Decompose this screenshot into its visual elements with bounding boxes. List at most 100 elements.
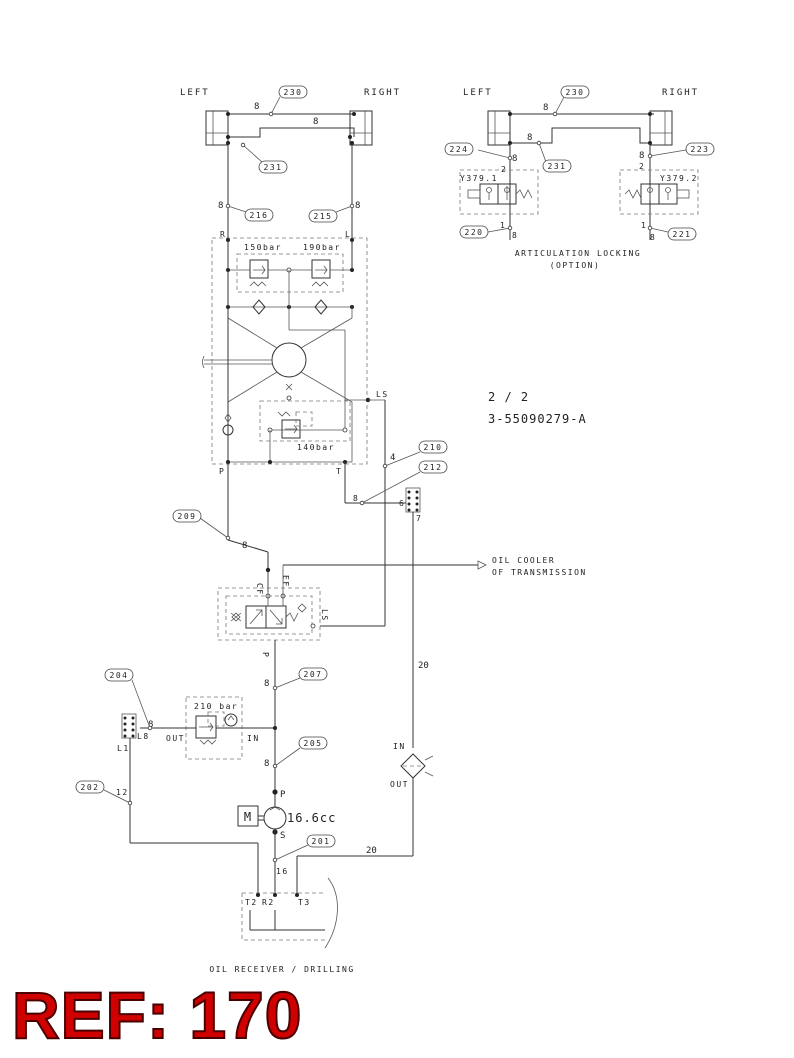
relief-valve-190: [311, 259, 331, 279]
tag-label: 210: [424, 443, 443, 452]
relief-210-label: 210 bar: [194, 702, 238, 711]
option-title: ARTICULATION LOCKING: [515, 249, 641, 258]
main-relief-block: 8 207 210 bar OUT IN 8 L1 L8 204 12: [75, 667, 328, 895]
tag-209: [172, 509, 202, 523]
tag-204: [104, 668, 134, 682]
port-ls-priority: LS: [320, 609, 329, 622]
tag-212: [418, 460, 448, 474]
tag-201: [306, 834, 336, 848]
tag-224: [444, 142, 474, 156]
tag-231-option: [542, 159, 572, 173]
hose-size-label: 8: [543, 103, 548, 113]
port-l1: L1: [117, 744, 130, 753]
hydraulic-pump: [263, 806, 287, 830]
valve-y379-1-label: Y379.1: [460, 174, 498, 183]
hose-size-label: 12: [116, 788, 129, 797]
hose-size-label: 8: [242, 541, 247, 551]
pump-port-s: S: [280, 831, 285, 841]
tag-231: [258, 160, 288, 174]
tag-label: 212: [424, 463, 443, 472]
tag-223: [685, 142, 715, 156]
steering-unit: R L 150bar 190bar: [202, 230, 389, 476]
drain-manifold-block: [121, 713, 137, 739]
option-right-label: RIGHT: [662, 88, 699, 98]
right-label: RIGHT: [364, 88, 401, 98]
hose-size-label: 20: [418, 661, 429, 671]
oil-cooler-label-2: OF TRANSMISSION: [492, 568, 587, 577]
steering-cylinders: LEFT RIGHT 8 8 230 231: [180, 85, 401, 174]
port-l8: L8: [137, 732, 150, 741]
port-p: P: [219, 467, 225, 476]
ls-and-return-lines: 4 210 8 212 6 7 20: [320, 399, 448, 748]
return-filter: IN OUT 20: [296, 742, 434, 895]
priority-valve: CF EF LS P OIL COOLER OF TRANSMISSION: [217, 556, 587, 808]
tag-label: 230: [284, 88, 303, 97]
motor-label: M: [244, 810, 252, 824]
filter-port-out: OUT: [390, 780, 409, 789]
port-number: 2: [501, 165, 507, 174]
relief-valve-140: [281, 419, 301, 439]
hose-size-label: 4: [390, 453, 395, 463]
hose-size-label: 8: [264, 759, 269, 769]
cylinder-to-steering-lines: 8 8 216 215: [218, 143, 360, 240]
tag-label: 221: [673, 230, 692, 239]
port-p-priority: P: [261, 652, 270, 658]
port-r: R: [220, 230, 226, 239]
tag-221: [667, 227, 697, 241]
tag-label: 215: [314, 212, 333, 221]
hose-size-label: 8: [512, 154, 517, 164]
port-number: 1: [641, 221, 647, 230]
tag-label: 205: [304, 739, 323, 748]
tag-210: [418, 440, 448, 454]
tag-label: 230: [566, 88, 585, 97]
hose-size-label: 20: [366, 846, 377, 856]
port-number: 7: [416, 514, 422, 523]
hose-size-label: 8: [218, 201, 223, 211]
port-number: 2: [639, 162, 645, 171]
tag-label: 201: [312, 837, 331, 846]
hose-size-label: 8: [353, 494, 359, 503]
articulation-locking-option: LEFT RIGHT 8 8 230 231 8 224 Y379.1 2: [444, 85, 715, 270]
left-cylinder: [205, 110, 229, 146]
relief-150-label: 150bar: [244, 243, 282, 252]
port-ls: LS: [376, 390, 389, 399]
filter-port-in: IN: [393, 742, 406, 751]
relief-valve-210: [195, 715, 217, 739]
oil-cooler-label: OIL COOLER: [492, 556, 555, 565]
tank-label: OIL RECEIVER / DRILLING: [209, 965, 354, 974]
option-right-cylinder: [649, 110, 673, 146]
tag-216: [244, 208, 274, 222]
relief-valve-150: [249, 259, 269, 279]
tag-label: 209: [178, 512, 197, 521]
tag-205: [298, 736, 328, 750]
port-cf: CF: [255, 583, 264, 596]
tank-port-r2: R2: [262, 898, 275, 907]
port-number: 6: [399, 499, 405, 508]
relief-190-label: 190bar: [303, 243, 341, 252]
tag-label: 202: [81, 783, 100, 792]
port-ef: EF: [281, 575, 290, 588]
tag-202: [75, 780, 105, 794]
port-number: 8: [512, 231, 518, 240]
port-in-relief: IN: [247, 734, 260, 743]
port-out-relief: OUT: [166, 734, 185, 743]
oil-tank: T2 R2 T3 OIL RECEIVER / DRILLING: [209, 877, 354, 974]
hose-size-label: 8: [527, 133, 532, 143]
metering-motor: [271, 342, 307, 378]
tag-label: 207: [304, 670, 323, 679]
pressure-line: 8 209: [172, 462, 269, 592]
port-number: 8: [650, 233, 656, 242]
tag-215: [308, 209, 338, 223]
pump-displacement: 16.6cc: [287, 811, 336, 825]
hose-size-label: 8: [639, 151, 644, 161]
left-label: LEFT: [180, 88, 210, 98]
hose-size-label: 8: [355, 201, 360, 211]
option-left-cylinder: [487, 110, 511, 146]
tag-230: [278, 85, 308, 99]
tag-label: 231: [264, 163, 283, 172]
option-left-label: LEFT: [463, 88, 493, 98]
tag-label: 223: [691, 145, 710, 154]
port-l: L: [345, 230, 351, 239]
